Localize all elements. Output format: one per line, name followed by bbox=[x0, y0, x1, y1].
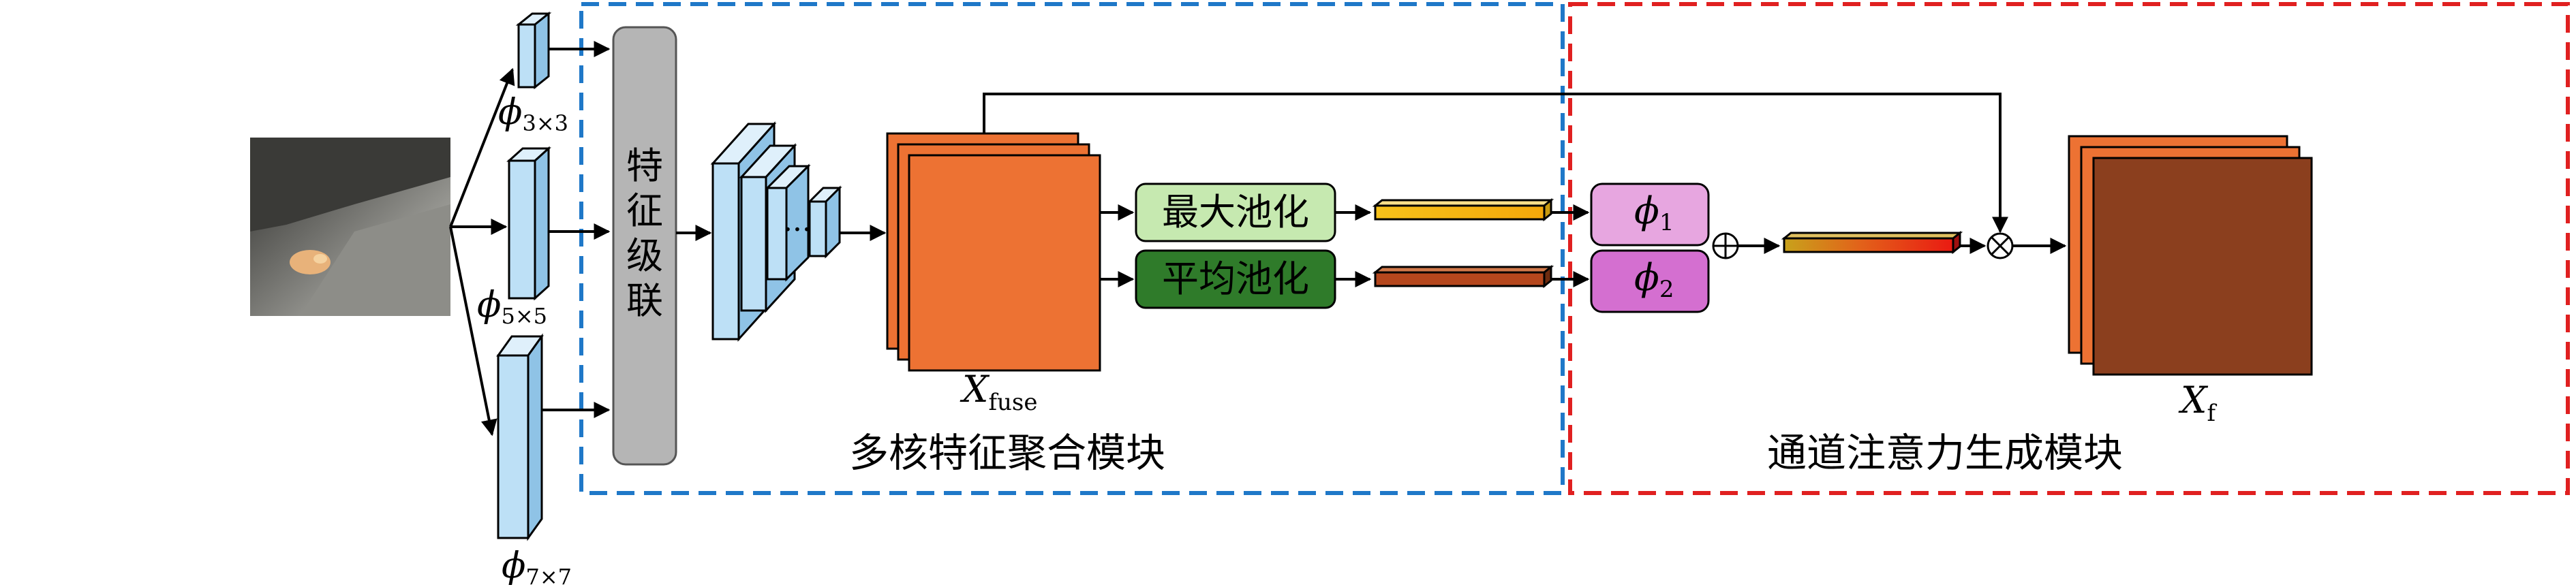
concat-char-4: 联 bbox=[626, 279, 663, 322]
phi1-label: ϕ1 bbox=[1634, 189, 1674, 236]
avg-pooled-vector bbox=[1372, 264, 1554, 289]
stacked-feature-layers bbox=[710, 121, 842, 342]
phi-5x5-label: ϕ5×5 bbox=[477, 285, 547, 329]
layers-ellipsis: ··· bbox=[783, 212, 812, 247]
channel-attention-module-title: 通道注意力生成模块 bbox=[1767, 430, 2123, 476]
channel-attention-module-border bbox=[1568, 2, 2570, 495]
attention-weight-vector bbox=[1781, 230, 1963, 255]
multi-kernel-module-border bbox=[579, 2, 1565, 495]
add-operator-icon bbox=[1712, 232, 1739, 259]
branch-7x7-block bbox=[496, 333, 544, 541]
max-pool-label: 最大池化 bbox=[1162, 191, 1309, 234]
avg-pool-label: 平均池化 bbox=[1162, 257, 1309, 300]
x-fuse-label: Xfuse bbox=[960, 368, 1038, 416]
feature-concat-block bbox=[612, 26, 677, 466]
input-image bbox=[250, 138, 450, 316]
arrow-to-branch-3x3 bbox=[449, 67, 515, 227]
phi-3x3-label: ϕ3×3 bbox=[498, 92, 568, 136]
phi-7x7-label: ϕ7×7 bbox=[502, 545, 572, 587]
phi2-label: ϕ2 bbox=[1634, 256, 1674, 303]
concat-char-1: 特 bbox=[626, 144, 663, 187]
phi2-box bbox=[1590, 249, 1710, 313]
max-pooled-vector bbox=[1372, 197, 1554, 222]
concat-char-3: 级 bbox=[626, 234, 663, 277]
concat-char-2: 征 bbox=[626, 189, 663, 232]
arrow-to-branch-7x7 bbox=[449, 226, 497, 437]
branch-3x3-block bbox=[515, 11, 552, 90]
x-fuse-feature-stack bbox=[886, 132, 1101, 372]
multi-kernel-module-title: 多核特征聚合模块 bbox=[849, 430, 1165, 476]
output-feature-stack bbox=[2068, 135, 2313, 376]
multiply-operator-icon bbox=[1987, 232, 2014, 259]
branch-5x5-block bbox=[506, 146, 551, 301]
x-f-label: Xf bbox=[2178, 379, 2217, 427]
phi1-box bbox=[1590, 183, 1710, 247]
skip-connection-line bbox=[983, 93, 2008, 234]
